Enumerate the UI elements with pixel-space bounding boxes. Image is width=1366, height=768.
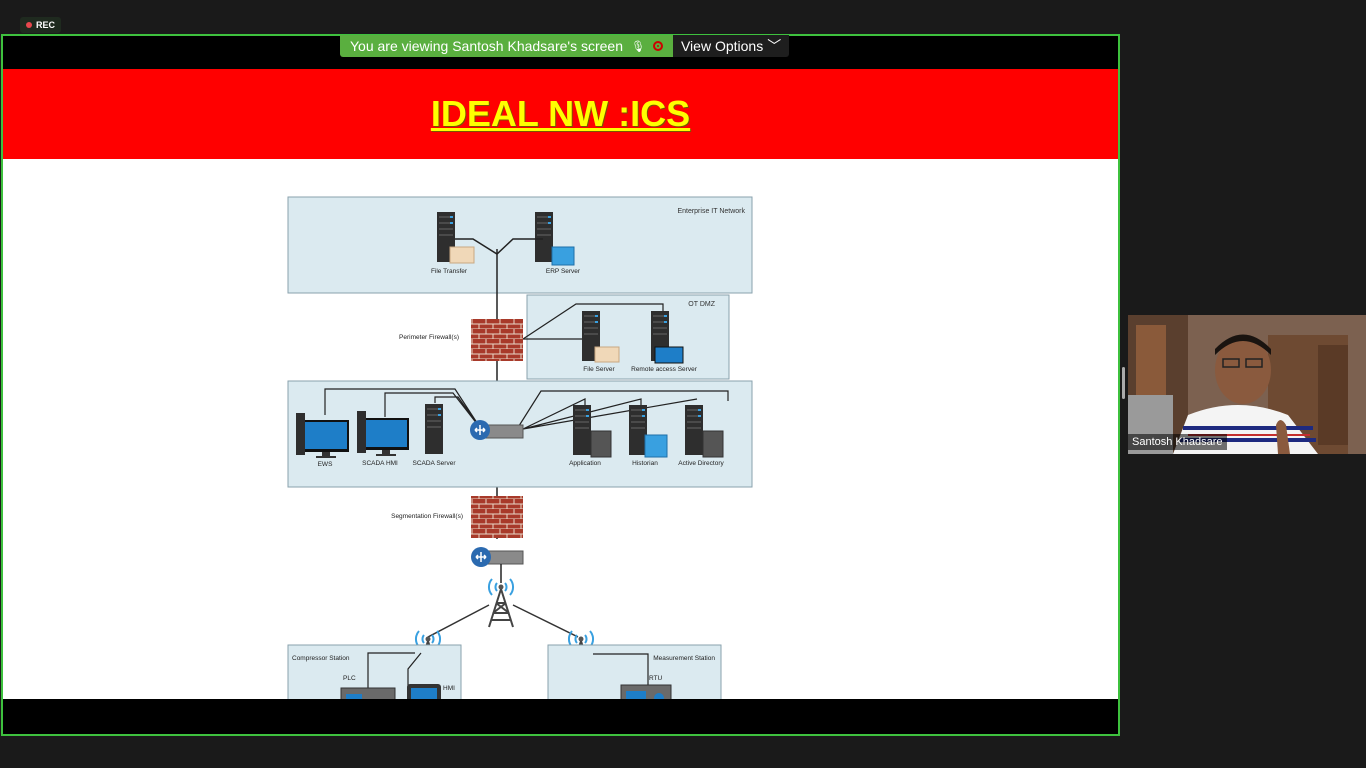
zone-ot-dmz-label: OT DMZ [688, 301, 715, 308]
scada-server-label: SCADA Server [413, 460, 457, 467]
remote-access-label: Remote access Server [631, 366, 698, 373]
slide-title: IDEAL NW :ICS [430, 93, 691, 134]
hmi-label: HMI [443, 685, 455, 692]
scada-hmi-label: SCADA HMI [362, 460, 398, 467]
resize-handle[interactable] [1122, 367, 1125, 399]
application-label: Application [569, 460, 601, 467]
measurement-station-label: Measurement Station [653, 655, 715, 662]
lower-switch-icon [486, 550, 524, 565]
erp-server-label: ERP Server [546, 268, 581, 275]
zone-ot-dmz [526, 294, 730, 380]
active-directory-server-icon [685, 405, 703, 455]
compressor-station-label: Compressor Station [292, 655, 350, 662]
lower-router-icon [470, 546, 492, 568]
folder-icon [449, 246, 475, 264]
view-options-label: View Options [680, 38, 764, 54]
plc-icon [340, 687, 396, 699]
file-server-label: File Server [583, 366, 615, 373]
central-tower-icon [487, 578, 515, 628]
recording-icon [652, 41, 663, 51]
participant-name: Santosh Khadsare [1128, 434, 1227, 450]
share-banner: You are viewing Santosh Khadsare's scree… [340, 35, 790, 57]
erp-server-icon [535, 212, 553, 262]
perimeter-firewall-label: Perimeter Firewall(s) [399, 334, 459, 341]
plc-label: PLC [343, 675, 356, 682]
slide-header: IDEAL NW :ICS [3, 69, 1118, 159]
view-options-button[interactable]: View Options ﹀ [672, 35, 790, 57]
share-message: You are viewing Santosh Khadsare's scree… [340, 35, 673, 57]
perimeter-firewall-icon [471, 319, 523, 361]
switch-icon [484, 424, 524, 439]
segmentation-firewall-label: Segmentation Firewall(s) [391, 513, 463, 520]
ews-label: EWS [318, 461, 333, 468]
active-directory-label: Active Directory [678, 460, 724, 467]
folder-icon-2 [594, 346, 620, 363]
file-transfer-label: File Transfer [431, 268, 468, 275]
historian-label: Historian [632, 460, 658, 467]
network-diagram: Enterprise IT Network File Transfer ERP … [287, 196, 753, 699]
database-icon [551, 246, 575, 266]
shared-screen: You are viewing Santosh Khadsare's scree… [1, 34, 1120, 736]
participant-video-frame [1128, 315, 1366, 454]
router-icon [469, 419, 491, 441]
participant-video[interactable]: Santosh Khadsare [1128, 315, 1366, 454]
chevron-down-icon: ﹀ [767, 38, 782, 54]
record-dot-icon [26, 22, 32, 28]
recording-label: REC [36, 20, 56, 30]
presentation-slide: IDEAL NW :ICS [3, 69, 1118, 699]
muted-mic-icon: 🎙 [631, 40, 645, 53]
laptop-icon [654, 346, 684, 364]
zone-enterprise-it [287, 196, 753, 294]
historian-server-icon [629, 405, 647, 455]
zone-enterprise-label: Enterprise IT Network [677, 208, 745, 215]
recording-indicator: REC [20, 17, 62, 33]
scada-server-icon [425, 404, 443, 454]
share-message-text: You are viewing Santosh Khadsare's scree… [350, 38, 623, 54]
application-server-icon [573, 405, 591, 455]
segmentation-firewall-icon [471, 496, 523, 538]
rtu-label: RTU [649, 675, 663, 682]
